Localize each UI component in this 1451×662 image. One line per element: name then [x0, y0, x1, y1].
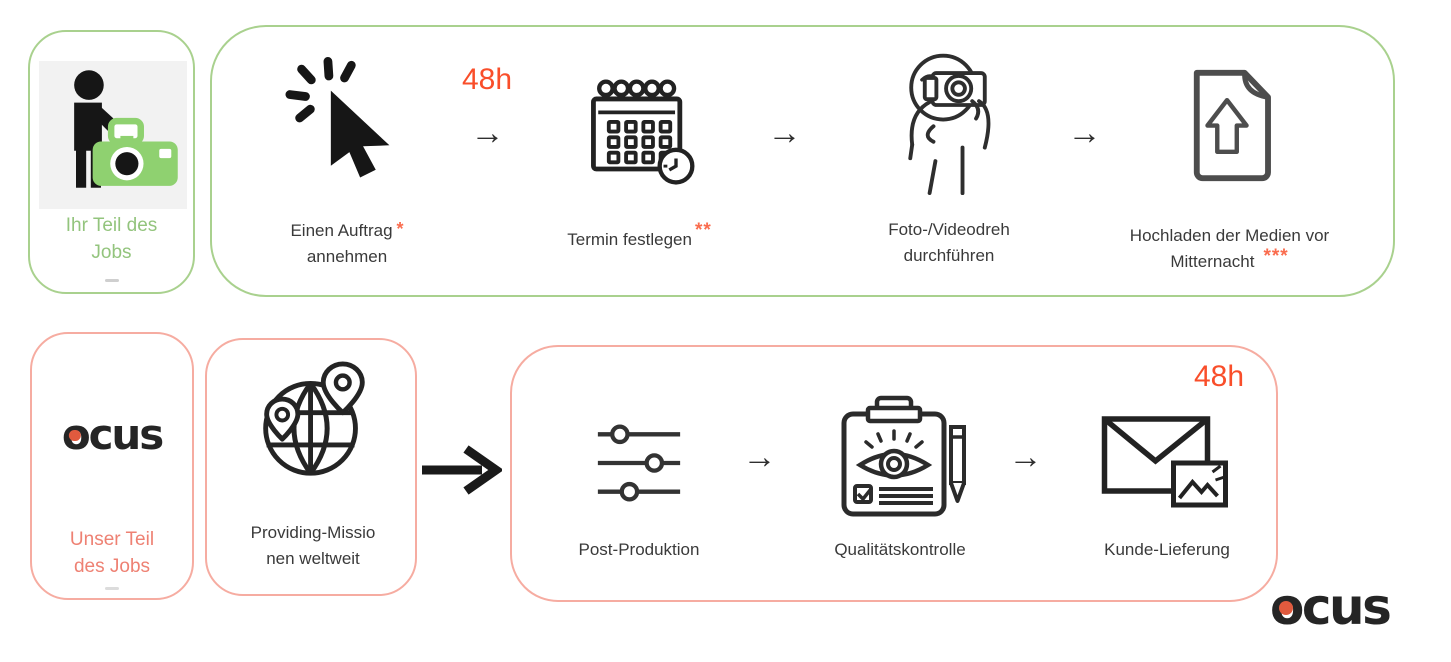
ocus-logo-dot-icon [1278, 600, 1293, 615]
envelope-photo-icon [1098, 409, 1236, 517]
upload-document-icon [1174, 65, 1282, 187]
arrow-right-icon: → [742, 438, 777, 476]
ocus-logo-footer: ocus [1270, 582, 1392, 632]
step-photo-shoot-line2: durchführen [903, 246, 995, 265]
providing-missions-label: Providing-Missio nen weltweit [213, 520, 413, 572]
ocus-logo-dot-icon [69, 429, 81, 442]
asterisk-note-2: ** [694, 220, 712, 241]
step-quality-control-label: Qualitätskontrolle [834, 540, 966, 559]
badge-48h-top: 48h [461, 63, 513, 96]
our-part-box: ocus Unser Teil des Jobs [30, 332, 194, 600]
our-part-title-line1: Unser Teil [69, 529, 155, 550]
providing-missions-line1: Providing-Missio [250, 523, 376, 542]
divider-dash [104, 279, 119, 282]
arrow-right-icon: → [767, 114, 802, 152]
calendar-clock-icon [580, 73, 700, 193]
ocus-logo: ocus [62, 414, 164, 456]
step-accept-job-line2: annehmen [306, 247, 388, 266]
step-photo-shoot-label: Foto-/Videodreh durchführen [839, 217, 1059, 269]
photographer-shooting-icon [884, 45, 1012, 195]
your-part-box: Ihr Teil des Jobs [28, 30, 195, 294]
step-set-appointment-text: Termin festlegen [567, 230, 692, 249]
our-part-title: Unser Teil des Jobs [32, 526, 192, 580]
step-accept-job-label: Einen Auftrag* annehmen [237, 217, 457, 270]
your-part-title-line1: Ihr Teil des [65, 215, 158, 236]
step-upload-media-line2: Mitternacht [1170, 252, 1255, 271]
globe-location-pins-icon [252, 360, 374, 482]
divider-dash [105, 587, 119, 590]
step-photo-shoot-line1: Foto-/Videodreh [888, 220, 1010, 239]
photographer-with-camera-icon [39, 61, 187, 209]
our-part-title-line2: des Jobs [73, 556, 151, 577]
arrow-right-icon: → [470, 114, 505, 152]
big-arrow-right-icon [420, 444, 502, 496]
step-customer-delivery-label: Kunde-Lieferung [1104, 540, 1230, 559]
step-accept-job-line1: Einen Auftrag [290, 221, 393, 240]
your-part-steps-container: Einen Auftrag* annehmen 48h → [210, 25, 1395, 297]
step-post-production-label: Post-Produktion [578, 540, 700, 559]
step-set-appointment-label: Termin festlegen** [527, 220, 752, 253]
asterisk-note-3: *** [1263, 246, 1289, 267]
asterisk-note-1: * [396, 219, 404, 239]
your-part-title: Ihr Teil des Jobs [30, 212, 193, 266]
providing-missions-box: Providing-Missio nen weltweit [205, 338, 417, 596]
your-part-title-line2: Jobs [91, 242, 132, 263]
step-upload-media-label: Hochladen der Medien vor Mitternacht *** [1097, 223, 1362, 275]
quality-check-clipboard-icon [830, 389, 970, 524]
providing-missions-line2: nen weltweit [266, 549, 360, 568]
sliders-icon [591, 419, 687, 507]
step-upload-media-line1: Hochladen der Medien vor [1129, 226, 1330, 245]
cursor-click-icon [284, 53, 406, 181]
our-part-steps-container: Post-Produktion → [510, 345, 1278, 602]
arrow-right-icon: → [1067, 114, 1102, 152]
arrow-right-icon: → [1008, 438, 1043, 476]
badge-48h-bottom: 48h [1193, 360, 1245, 393]
